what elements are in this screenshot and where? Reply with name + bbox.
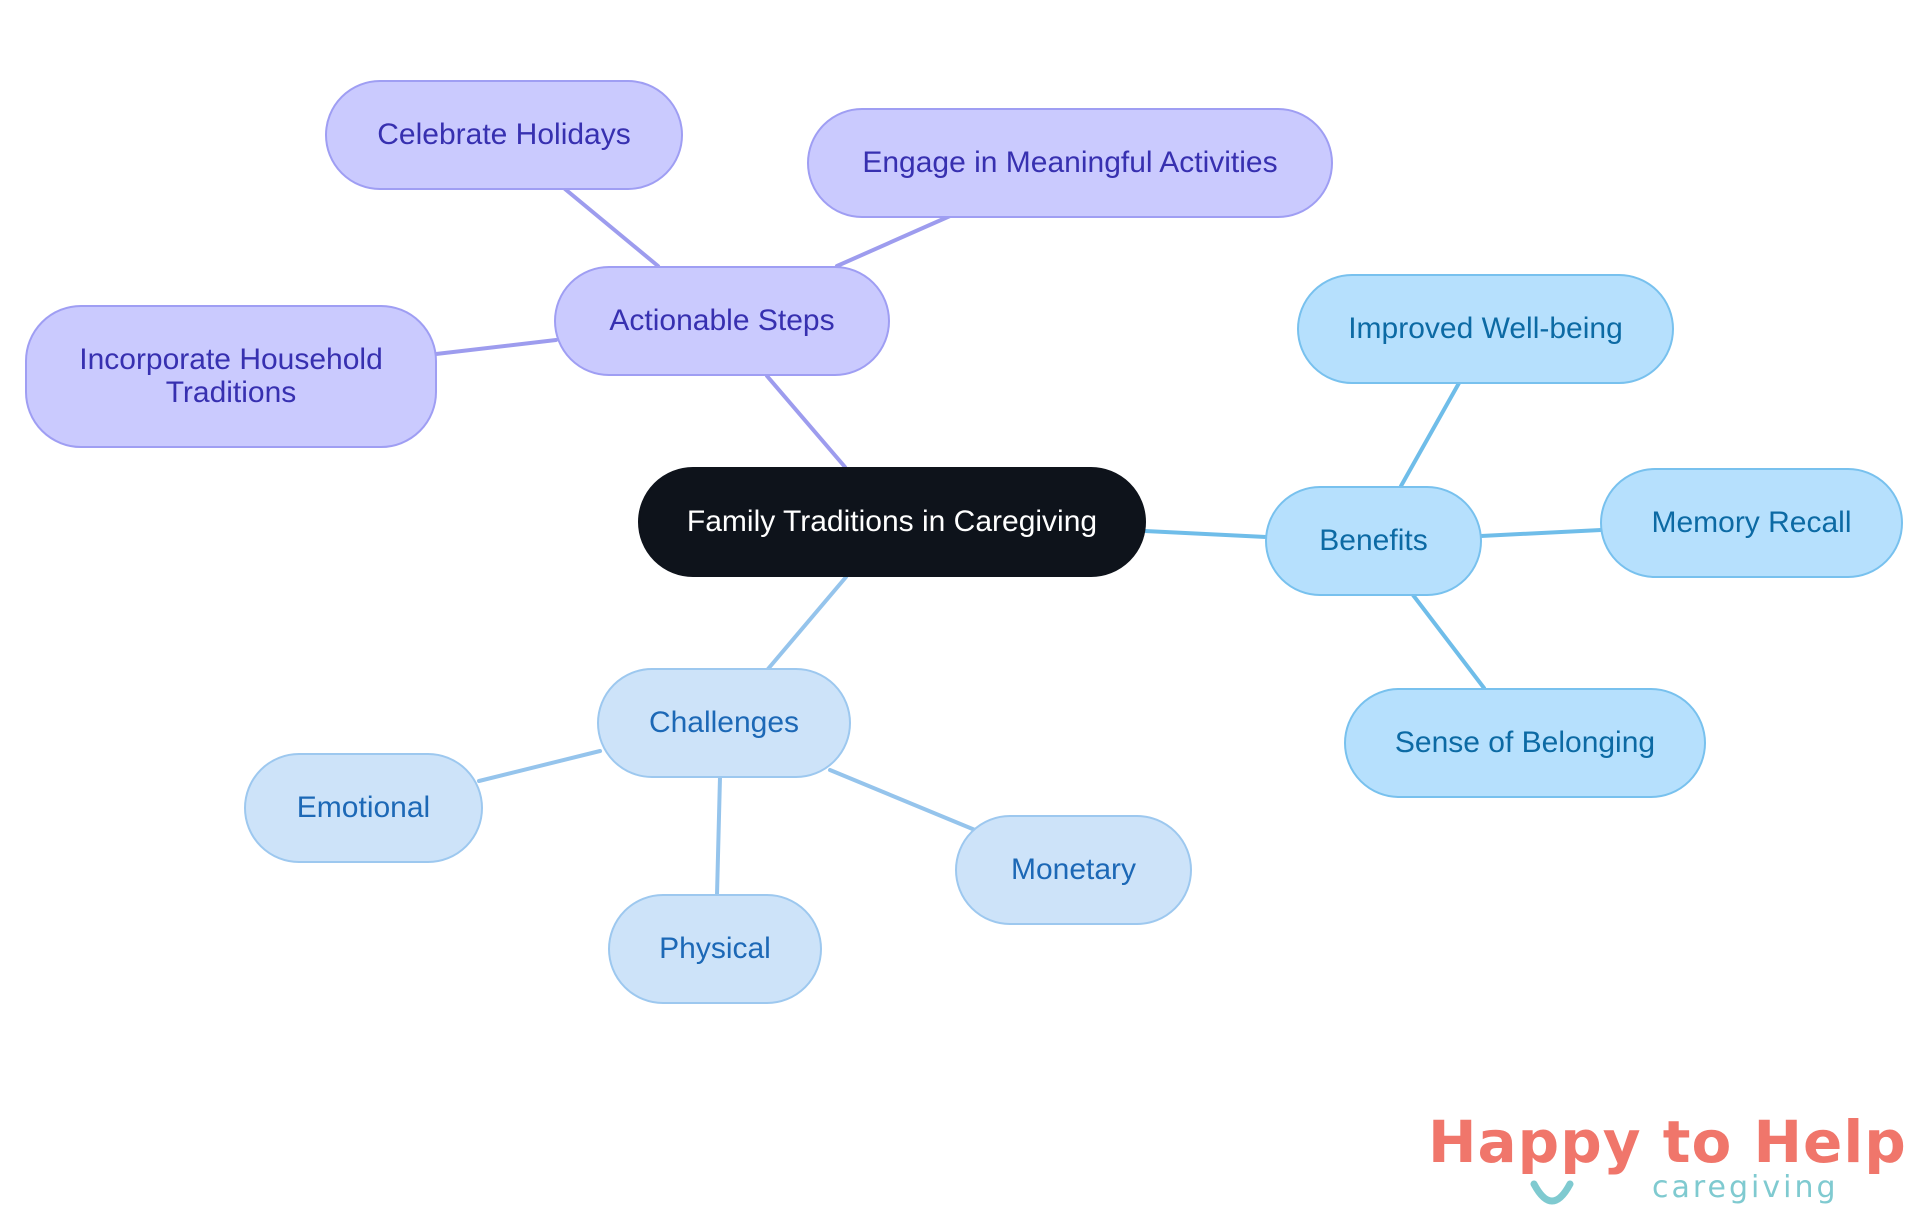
logo-subtitle: caregiving: [1652, 1170, 1839, 1205]
logo-title: Happy to Help: [1428, 1108, 1907, 1176]
node-celebrate: Celebrate Holidays: [325, 80, 683, 190]
node-memory: Memory Recall: [1600, 468, 1903, 578]
edge-root-to-actionable: [765, 374, 847, 469]
node-engage: Engage in Meaningful Activities: [807, 108, 1333, 218]
node-belonging: Sense of Belonging: [1344, 688, 1706, 798]
node-benefits: Benefits: [1265, 486, 1482, 596]
edge-benefits-to-wellbeing: [1399, 381, 1461, 488]
edge-challenges-to-monetary: [828, 768, 977, 832]
node-monetary: Monetary: [955, 815, 1192, 925]
brand-logo: Happy to Help caregiving: [1428, 1108, 1906, 1208]
edge-challenges-to-emotional: [477, 749, 602, 783]
node-root: Family Traditions in Caregiving: [638, 467, 1146, 577]
node-wellbeing: Improved Well-being: [1297, 274, 1674, 384]
node-actionable: Actionable Steps: [554, 266, 890, 376]
node-challenges: Challenges: [597, 668, 851, 778]
connector-lines: [434, 187, 1603, 897]
smile-icon: [1530, 1180, 1574, 1205]
edge-benefits-to-memory: [1479, 528, 1603, 538]
edge-benefits-to-belonging: [1411, 593, 1486, 690]
edge-actionable-to-celebrate: [563, 187, 660, 268]
edge-actionable-to-engage: [835, 214, 952, 268]
edge-actionable-to-incorporate: [434, 338, 558, 356]
edge-root-to-benefits: [1143, 529, 1268, 539]
node-incorporate: Incorporate Household Traditions: [25, 305, 437, 448]
node-physical: Physical: [608, 894, 822, 1004]
edge-root-to-challenges: [766, 575, 848, 671]
edge-challenges-to-physical: [715, 775, 722, 897]
node-emotional: Emotional: [244, 753, 483, 863]
